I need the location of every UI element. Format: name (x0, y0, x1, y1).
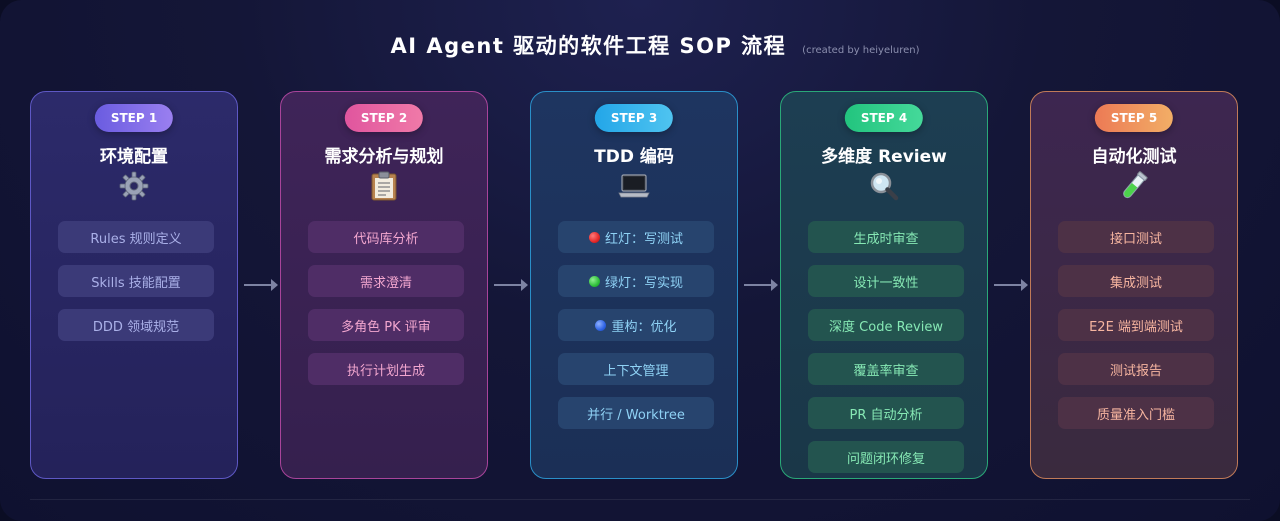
item-label: 设计一致性 (853, 275, 919, 291)
item-label: 需求澄清 (359, 275, 412, 291)
step-3-item: 红灯：写测试 (558, 221, 714, 253)
step-4-title: 多维度 Review (821, 147, 947, 167)
step-1-item: Skills 技能配置 (58, 265, 214, 297)
step-3-badge: STEP 3 (594, 104, 674, 132)
step-1-badge: STEP 1 (94, 104, 174, 132)
step-2-title: 需求分析与规划 (324, 147, 444, 167)
item-label: 测试报告 (1109, 363, 1162, 379)
step-3-item: 重构：优化 (558, 309, 714, 341)
item-label: Skills 技能配置 (91, 275, 181, 291)
step-3-title: TDD 编码 (594, 147, 674, 167)
blue-circle-icon (595, 319, 607, 331)
item-label: 重构：优化 (611, 319, 677, 335)
step-2-card: STEP 2 需求分析与规划 代码库分析 需求澄清 多角色 PK 评审 执行计划… (280, 91, 488, 479)
item-label: 覆盖率审查 (853, 363, 919, 379)
item-label: 生成时审查 (853, 231, 919, 247)
item-label: 并行 / Worktree (587, 407, 685, 423)
step-5-badge: STEP 5 (1094, 104, 1174, 132)
item-label: 接口测试 (1109, 231, 1162, 247)
step-4-item: PR 自动分析 (808, 397, 964, 429)
item-label: 问题闭环修复 (846, 451, 925, 467)
item-label: 多角色 PK 评审 (341, 319, 431, 335)
item-label: PR 自动分析 (849, 407, 923, 423)
item-label: 集成测试 (1109, 275, 1162, 291)
arrow-right-icon (244, 279, 278, 291)
item-label: 绿灯：写实现 (604, 275, 683, 291)
arrow-right-icon (494, 279, 528, 291)
step-2-item: 需求澄清 (308, 265, 464, 297)
item-label: 执行计划生成 (346, 363, 425, 379)
item-label: DDD 领域规范 (92, 319, 180, 335)
red-circle-icon (588, 231, 600, 243)
header: AI Agent 驱动的软件工程 SOP 流程 (created by heiy… (0, 30, 1280, 62)
step-2-item: 代码库分析 (308, 221, 464, 253)
gear-icon (31, 170, 237, 202)
credit-text: (created by heiyeluren) (802, 45, 920, 56)
magnifier-icon (781, 170, 987, 202)
item-label: 深度 Code Review (829, 319, 943, 335)
step-3-item: 并行 / Worktree (558, 397, 714, 429)
arrow-right-icon (994, 279, 1028, 291)
item-label: 上下文管理 (603, 363, 669, 379)
item-label: E2E 端到端测试 (1089, 319, 1183, 335)
step-2-item: 执行计划生成 (308, 353, 464, 385)
step-4-item: 深度 Code Review (808, 309, 964, 341)
step-4-item: 问题闭环修复 (808, 441, 964, 473)
step-5-item: E2E 端到端测试 (1058, 309, 1214, 341)
step-5-card: STEP 5 自动化测试 接口测试 集成测试 E2E 端到端测试 测试报告 质量… (1030, 91, 1238, 479)
item-label: Rules 规则定义 (90, 231, 182, 247)
clipboard-icon (281, 170, 487, 202)
item-label: 质量准入门槛 (1096, 407, 1175, 423)
step-4-item: 设计一致性 (808, 265, 964, 297)
step-5-item: 质量准入门槛 (1058, 397, 1214, 429)
page-title: AI Agent 驱动的软件工程 SOP 流程 (390, 34, 787, 58)
laptop-icon (531, 170, 737, 202)
step-4-badge: STEP 4 (844, 104, 924, 132)
step-1-title: 环境配置 (100, 147, 168, 167)
arrow-right-icon (744, 279, 778, 291)
step-5-item: 测试报告 (1058, 353, 1214, 385)
step-3-card: STEP 3 TDD 编码 红灯：写测试 绿灯：写实现 重构：优化 上下文管理 … (530, 91, 738, 479)
item-label: 代码库分析 (353, 231, 419, 247)
step-5-title: 自动化测试 (1091, 147, 1177, 167)
step-1-card: STEP 1 环境配置 Rules 规则定义 (30, 91, 238, 479)
step-1-item: Rules 规则定义 (58, 221, 214, 253)
item-label: 红灯：写测试 (604, 231, 683, 247)
step-2-item: 多角色 PK 评审 (308, 309, 464, 341)
step-2-badge: STEP 2 (344, 104, 424, 132)
step-4-item: 生成时审查 (808, 221, 964, 253)
step-5-item: 接口测试 (1058, 221, 1214, 253)
step-5-item: 集成测试 (1058, 265, 1214, 297)
test-tube-icon (1031, 170, 1237, 202)
step-1-item: DDD 领域规范 (58, 309, 214, 341)
divider (30, 499, 1250, 500)
step-3-item: 绿灯：写实现 (558, 265, 714, 297)
step-4-item: 覆盖率审查 (808, 353, 964, 385)
step-3-item: 上下文管理 (558, 353, 714, 385)
step-4-card: STEP 4 多维度 Review 生成时审查 设计一致性 深度 Code Re… (780, 91, 988, 479)
green-circle-icon (588, 275, 600, 287)
